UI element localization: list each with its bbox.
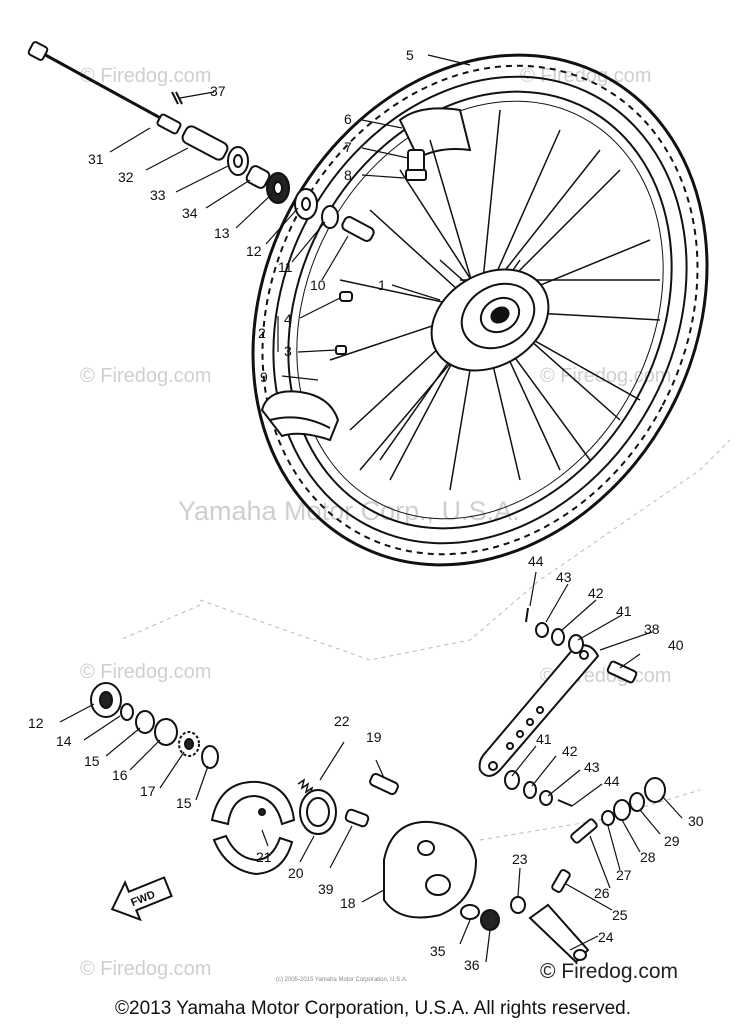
callout-18: 18	[340, 895, 356, 911]
watermarks: © Firedog.com © Firedog.com © Firedog.co…	[80, 65, 671, 980]
callout-37: 37	[210, 83, 226, 99]
watermark-firedog: © Firedog.com	[80, 958, 211, 980]
callout-33: 33	[150, 187, 166, 203]
callout-41: 41	[616, 603, 632, 619]
callout-30: 30	[688, 813, 704, 829]
callout-4: 4	[284, 311, 292, 327]
tire-cutaway	[260, 390, 340, 442]
callout-38: 38	[644, 621, 660, 637]
small-copyright: (c) 2005-2015 Yamaha Motor Corporation, …	[276, 977, 408, 983]
callout-6: 6	[344, 111, 352, 127]
callout-31: 31	[88, 151, 104, 167]
callout-labels: 5 6 7 8 37 31 32 33 34 13 12 11 10 1 4 2…	[28, 47, 704, 973]
callout-5: 5	[406, 47, 414, 63]
callout-1: 1	[378, 277, 386, 293]
callout-13: 13	[214, 225, 230, 241]
callout-42: 42	[588, 585, 604, 601]
callout-9: 9	[260, 369, 268, 385]
callout-3: 3	[284, 343, 292, 359]
watermark-firedog: © Firedog.com	[80, 365, 211, 387]
hub	[430, 268, 550, 372]
callout-21: 21	[256, 849, 272, 865]
callout-14: 14	[56, 733, 72, 749]
callout-16: 16	[112, 767, 128, 783]
callout-19: 19	[366, 729, 382, 745]
callout-43b: 43	[584, 759, 600, 775]
callout-29: 29	[664, 833, 680, 849]
guide-lines	[119, 439, 731, 841]
callout-44: 44	[528, 553, 544, 569]
callout-10: 10	[310, 277, 326, 293]
callout-42b: 42	[562, 743, 578, 759]
callout-23: 23	[512, 851, 528, 867]
callout-11: 11	[278, 259, 293, 275]
callout-44b: 44	[604, 773, 620, 789]
axle-assembly	[27, 41, 375, 355]
callout-17: 17	[140, 783, 156, 799]
callout-25: 25	[612, 907, 628, 923]
callout-43: 43	[556, 569, 572, 585]
brand-watermark: © Firedog.com	[540, 960, 679, 983]
callout-15b: 15	[176, 795, 192, 811]
callout-24: 24	[598, 929, 614, 945]
callout-20: 20	[288, 865, 304, 881]
callout-35: 35	[430, 943, 446, 959]
fwd-arrow-icon: FWD	[110, 876, 173, 922]
callout-12b: 12	[28, 715, 44, 731]
callout-26: 26	[594, 885, 610, 901]
callout-12: 12	[246, 243, 262, 259]
leader-lines	[59, 54, 683, 963]
torque-arm	[478, 607, 666, 964]
callout-32: 32	[118, 169, 134, 185]
callout-2: 2	[258, 325, 266, 341]
watermark-center: Yamaha Motor Corp., U.S.A.	[178, 496, 520, 526]
tube-cutaway	[398, 107, 472, 181]
callout-8: 8	[344, 167, 352, 183]
callout-22: 22	[334, 713, 350, 729]
callout-34: 34	[182, 205, 198, 221]
callout-27: 27	[616, 867, 632, 883]
footer-copyright: ©2013 Yamaha Motor Corporation, U.S.A. A…	[115, 998, 631, 1019]
callout-28: 28	[640, 849, 656, 865]
watermark-firedog: © Firedog.com	[520, 65, 651, 87]
watermark-firedog: © Firedog.com	[80, 661, 211, 683]
watermark-firedog: © Firedog.com	[540, 365, 671, 387]
callout-36: 36	[464, 957, 480, 973]
callout-41b: 41	[536, 731, 552, 747]
callout-15: 15	[84, 753, 100, 769]
watermark-firedog: © Firedog.com	[80, 65, 211, 87]
callout-40: 40	[668, 637, 684, 653]
callout-7: 7	[344, 139, 352, 155]
callout-39: 39	[318, 881, 334, 897]
